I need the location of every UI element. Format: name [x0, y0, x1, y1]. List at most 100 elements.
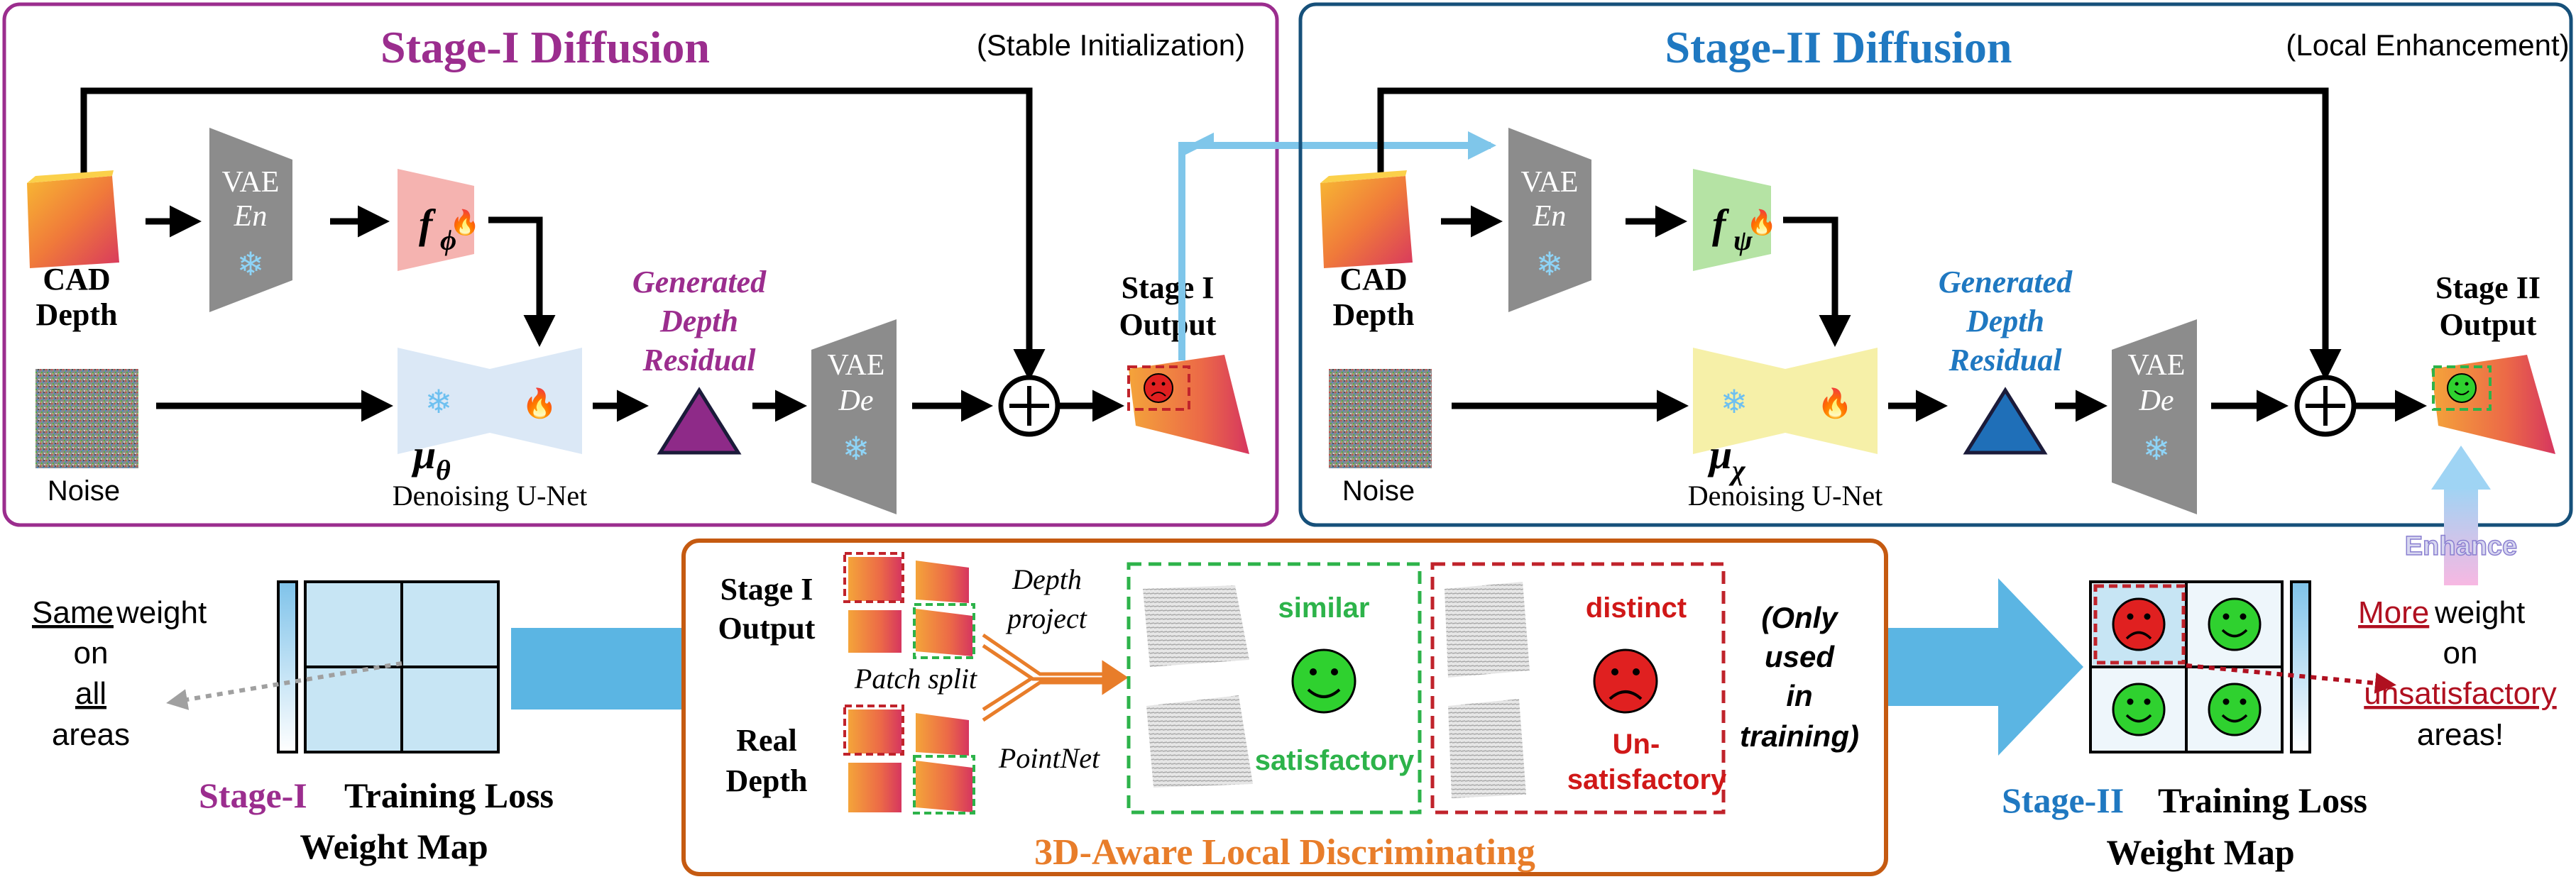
- disc-patch-split: Patch split: [854, 663, 977, 695]
- stage2-vae-de-bottom: De: [2139, 385, 2174, 417]
- disc-note-1: (Only: [1761, 601, 1839, 634]
- left-map-on: on: [74, 636, 109, 670]
- stage1-border: [2, 2, 1279, 527]
- left-map-caption-rest: Training Loss: [344, 775, 554, 815]
- stage1-vae-de-top: VAE: [828, 349, 885, 382]
- right-map-happy-icon-3: [2208, 683, 2262, 736]
- stage1-subtitle: (Stable Initialization): [977, 28, 1245, 62]
- stage1-unet-flame-icon: 🔥: [522, 387, 557, 419]
- stage1-vae-en-bottom: En: [234, 200, 268, 233]
- stage1-vae-encoder: [209, 128, 292, 312]
- left-big-arrow-body: [511, 628, 681, 709]
- disc-sad-icon: [1593, 648, 1658, 714]
- disc-stage-output-1: Stage I: [720, 572, 813, 607]
- disc-distinct-scan-1: [1445, 582, 1530, 678]
- stage1-residual-label-3: Residual: [642, 343, 757, 377]
- disc-happy-icon: [1291, 648, 1356, 714]
- stage2-noise-image: [1329, 369, 1432, 468]
- disc-merge-arrow: [982, 633, 1129, 722]
- right-map-scale-bar: [2290, 580, 2311, 753]
- stage2-cad-depth-top: [1320, 170, 1407, 183]
- discriminator-border: [681, 539, 1888, 876]
- stage1-feature-block: [398, 169, 474, 271]
- disc-stage-output-patches: [843, 552, 975, 659]
- disc-similar-label: similar: [1278, 592, 1370, 624]
- stage1-arrow-f-unet: [488, 216, 556, 347]
- disc-depth-project-2: project: [1005, 602, 1087, 634]
- stage2-subtitle: (Local Enhancement): [2286, 28, 2569, 62]
- right-map-happy-icon-2: [2112, 683, 2166, 736]
- stage2-unet-decoder: [1785, 348, 1878, 454]
- disc-satisfactory-label: satisfactory: [1255, 745, 1415, 776]
- stage2-unet-label: Denoising U-Net: [1688, 480, 1882, 512]
- stage1-cad-depth-top: [27, 170, 114, 183]
- stage2-output-label-2: Output: [2440, 307, 2537, 342]
- left-weight-map: Same weight on all areas Stage-I Trainin…: [32, 580, 681, 866]
- disc-distinct-scan-2: [1448, 699, 1526, 798]
- disc-real-depth-2: Depth: [726, 763, 808, 798]
- stage2-cad-label-1: CAD: [1339, 262, 1407, 297]
- stage2-vae-decoder: [2112, 319, 2197, 514]
- stage2-feature-sub: ψ: [1733, 224, 1753, 256]
- stage2-vae-encoder: [1508, 128, 1591, 312]
- stage1-panel: Stage-I Diffusion (Stable Initialization…: [2, 2, 1279, 527]
- stage2-residual-triangle: [1963, 387, 2048, 455]
- stage1-unet-decoder: [490, 348, 582, 454]
- stage1-unet-snowflake-icon: ❄: [425, 384, 453, 420]
- stage2-flame-icon: 🔥: [1747, 209, 1777, 236]
- stage2-panel: Stage-II Diffusion (Local Enhancement) C…: [1298, 2, 2573, 527]
- right-map-dotted-arrow: [2186, 663, 2396, 694]
- disc-real-depth-patches: [843, 705, 975, 815]
- stage1-title: Stage-I Diffusion: [380, 22, 710, 72]
- enhance-arrow: Enhance: [2404, 446, 2518, 585]
- disc-real-depth-1: Real: [736, 723, 797, 758]
- left-map-all: all: [75, 676, 106, 711]
- stage2-unet-symbol: μ: [1707, 431, 1732, 477]
- right-map-on: on: [2443, 636, 2478, 670]
- disc-note-3: in: [1786, 679, 1812, 712]
- stage2-cad-depth-image: [1320, 176, 1413, 268]
- disc-note-2: used: [1765, 640, 1835, 673]
- stage1-vae-en-top: VAE: [222, 166, 280, 199]
- stage2-residual-label-2: Depth: [1966, 304, 2044, 338]
- disc-note-4: training): [1740, 719, 1859, 753]
- right-map-caption-2: Weight Map: [2106, 832, 2294, 872]
- stage2-residual-label-1: Generated: [1939, 265, 2073, 299]
- stage2-arrow-f-unet: [1783, 216, 1851, 347]
- right-map-more: More: [2358, 595, 2429, 630]
- stage2-vae-en-top: VAE: [1521, 166, 1579, 199]
- stage1-residual-label-2: Depth: [659, 304, 738, 338]
- right-map-red-box: [2093, 584, 2186, 665]
- stage2-feature-block: [1693, 169, 1771, 271]
- stage1-cad-label-2: Depth: [36, 297, 118, 332]
- stage2-vae-de-top: VAE: [2128, 349, 2186, 382]
- stage1-output-label-2: Output: [1119, 307, 1217, 342]
- stage2-border: [1298, 2, 2573, 527]
- stage2-skip-arrow: [1377, 87, 2342, 381]
- right-big-arrow: [1888, 578, 2083, 756]
- stage1-vae-de-snowflake-icon: ❄: [843, 431, 870, 467]
- disc-similar-scan-1: [1143, 585, 1249, 667]
- stage2-snowflake-icon: ❄: [1536, 246, 1564, 282]
- left-map-dotted-arrow: [166, 661, 402, 710]
- stage1-cad-depth-image: [27, 176, 119, 268]
- stage1-flame-icon: 🔥: [450, 209, 480, 236]
- stage2-unet-snowflake-icon: ❄: [1721, 384, 1748, 420]
- discriminator-title: 3D-Aware Local Discriminating: [1034, 832, 1535, 873]
- stage1-noise-image: [35, 369, 138, 468]
- stage2-output-happy-icon: [2447, 373, 2477, 403]
- left-map-areas: areas: [52, 717, 130, 752]
- stage1-vae-decoder: [811, 319, 897, 514]
- stage1-unet-label: Denoising U-Net: [393, 480, 587, 512]
- stage2-unet-encoder: [1693, 348, 1785, 454]
- stage2-unet-flame-icon: 🔥: [1817, 387, 1853, 419]
- stage2-output-image: [2431, 355, 2555, 454]
- disc-pointnet: PointNet: [998, 742, 1100, 774]
- stage1-residual-triangle: [657, 387, 742, 455]
- right-map-unsatisfactory: unsatisfactory: [2364, 676, 2556, 711]
- stage2-noise-label: Noise: [1342, 475, 1415, 507]
- stage1-noise-label: Noise: [48, 475, 120, 507]
- left-map-weight: weight: [116, 595, 207, 630]
- disc-distinct-label: distinct: [1586, 592, 1687, 624]
